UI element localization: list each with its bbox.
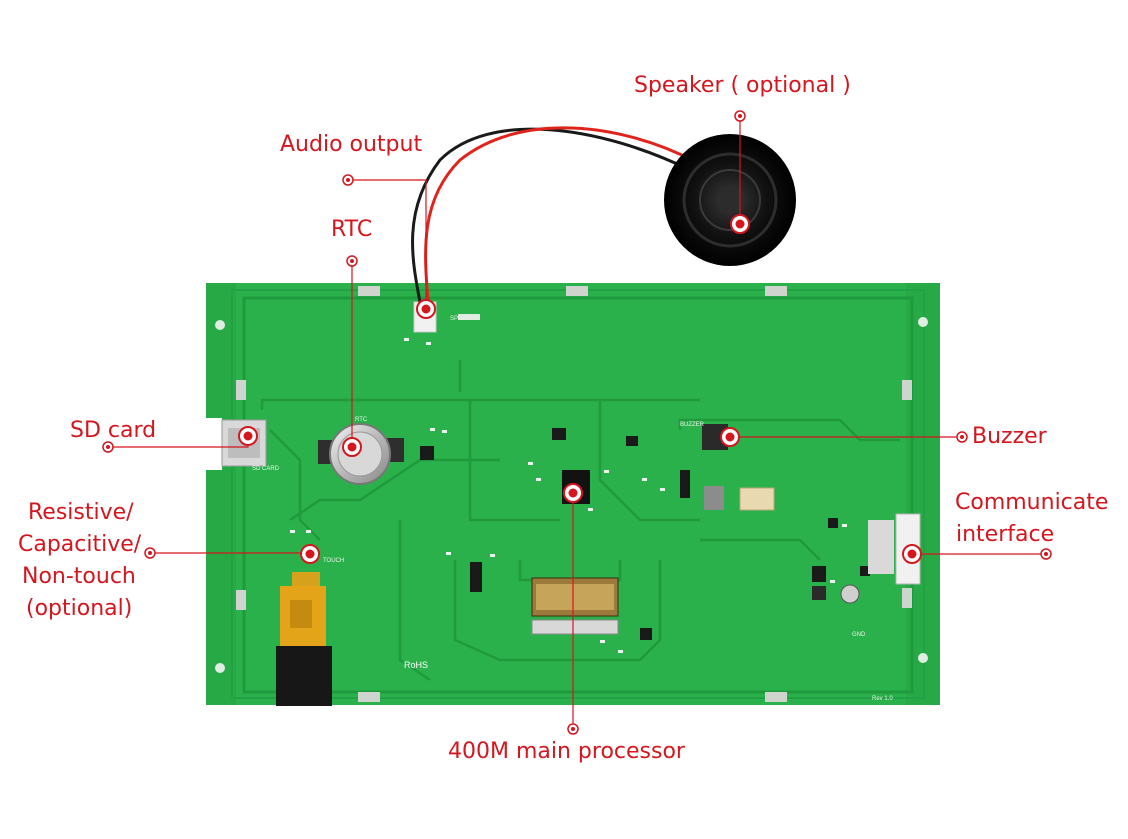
label-touch-line4: (optional) [26, 596, 133, 621]
comm-target-marker [902, 544, 922, 564]
passive-components [290, 338, 847, 653]
audio-output-marker [342, 174, 354, 186]
silk-gnd: GND [852, 632, 866, 638]
label-touch-line1: Resistive/ [28, 500, 134, 525]
label-speaker: Speaker ( optional ) [634, 73, 851, 98]
lcd-fpc-connector [531, 577, 619, 635]
audio-target-marker [416, 299, 436, 319]
touch-marker [144, 547, 156, 559]
label-processor: 400M main processor [448, 739, 685, 764]
silk-speaker: SPEAKER [450, 316, 479, 322]
silk-touch: TOUCH [323, 558, 344, 564]
rohs-mark: RoHS [404, 660, 428, 670]
label-rtc: RTC [331, 217, 373, 242]
speaker-marker [734, 110, 746, 122]
label-comm-line1: Communicate [955, 490, 1109, 515]
label-audio-output: Audio output [280, 132, 423, 157]
speaker-unit [664, 134, 796, 266]
buzzer-marker [956, 431, 968, 443]
sd-card-marker [102, 441, 114, 453]
pcb-traces [260, 360, 900, 682]
touch-target-marker [300, 544, 320, 564]
speaker-wires [411, 126, 697, 303]
silk-buzzer: BUZZER [680, 422, 705, 428]
label-sd-card: SD card [70, 418, 157, 443]
label-buzzer: Buzzer [972, 424, 1047, 449]
touch-fpc-cable [276, 572, 332, 706]
rtc-marker [346, 255, 358, 267]
processor-target-marker [563, 483, 583, 503]
speaker-target-marker [730, 214, 750, 234]
rtc-target-marker [342, 437, 362, 457]
label-touch-line2: Capacitive/ [18, 532, 142, 557]
sd-target-marker [238, 426, 258, 446]
buzzer-target-marker [720, 427, 740, 447]
silk-rev: Rev 1.0 [872, 696, 893, 702]
processor-marker [567, 723, 579, 735]
label-touch-line3: Non-touch [22, 564, 136, 589]
small-ics [420, 428, 870, 640]
silk-sd: SD CARD [252, 466, 280, 472]
label-comm-line2: interface [956, 522, 1055, 547]
silk-rtc: RTC [355, 417, 368, 423]
comm-marker [1040, 548, 1052, 560]
callout-markers [102, 110, 1052, 735]
